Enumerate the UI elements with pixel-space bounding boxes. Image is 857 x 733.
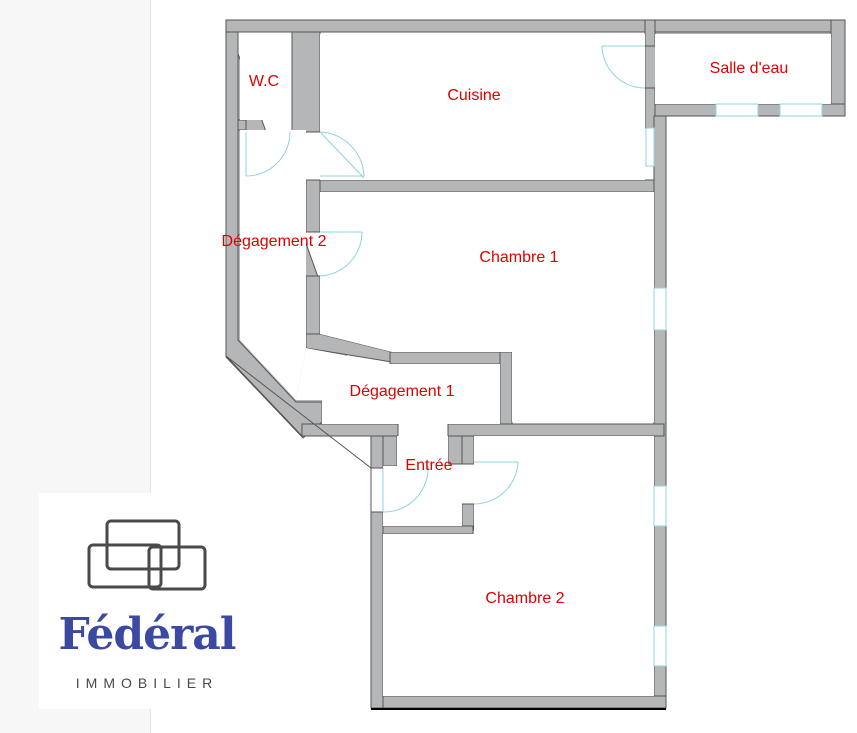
wall-chambre1-inner-east	[499, 351, 513, 425]
wall-chambre2-west	[370, 511, 384, 709]
wall-chambre1-step	[389, 351, 513, 365]
wall-top	[225, 19, 846, 33]
label-chambre1: Chambre 1	[479, 249, 558, 266]
door-entree-right	[473, 461, 519, 505]
wall-east	[653, 115, 667, 709]
door-chambre1	[319, 231, 363, 277]
label-cuisine: Cuisine	[447, 87, 500, 104]
room-entree-side	[383, 466, 462, 526]
wall-wc-east	[291, 31, 321, 133]
logo-brand-text: Fédéral	[58, 609, 237, 660]
windows	[645, 103, 823, 667]
room-cuisine	[320, 34, 645, 180]
wall-entree-stub-left	[382, 435, 398, 467]
doors	[245, 45, 646, 513]
door-wc	[245, 131, 291, 177]
rooms-interior	[240, 34, 831, 696]
room-labels: W.C Cuisine Salle d'eau Dégagement 2 Cha…	[222, 60, 789, 607]
label-salle-eau: Salle d'eau	[710, 60, 789, 77]
federal-immobilier-logo: Fédéral IMMOBILIER	[39, 493, 255, 709]
room-degagement2-upper	[240, 130, 306, 180]
door-bathroom	[601, 45, 646, 89]
room-degagement2	[240, 132, 306, 400]
wall-entree-east	[461, 435, 475, 465]
window-chambre1	[653, 287, 667, 331]
door-kitchen	[319, 131, 365, 179]
window-chambre2-lower	[653, 625, 667, 667]
room-chambre2	[383, 534, 654, 696]
label-entree: Entrée	[405, 457, 452, 474]
label-degagement1: Dégagement 1	[350, 383, 455, 400]
label-degagement2: Dégagement 2	[222, 233, 327, 250]
label-wc: W.C	[249, 73, 279, 90]
room-chambre2-upper	[474, 436, 654, 534]
room-degagement1	[296, 348, 500, 424]
wall-kitchen-south	[305, 179, 655, 193]
window-bath-2	[779, 103, 823, 117]
logo-tagline-text: IMMOBILIER	[75, 675, 219, 691]
wall-corridor-south-right	[447, 423, 665, 437]
room-wc	[240, 34, 290, 120]
window-chambre2-upper	[653, 485, 667, 527]
window-bath-1	[715, 103, 759, 117]
wall-entree-west	[370, 435, 384, 469]
logo-squares-icon	[87, 519, 207, 591]
wall-south	[370, 695, 667, 709]
room-chambre1-lower	[320, 334, 654, 422]
wall-bath-west-upper	[644, 19, 656, 47]
door-entree-left	[382, 465, 429, 513]
wall-wc-south	[237, 119, 247, 131]
wall-bath-east	[830, 19, 846, 117]
wall-chambre1-west-upper	[305, 179, 321, 233]
label-chambre2: Chambre 2	[485, 590, 564, 607]
wall-chambre2-north	[382, 525, 474, 535]
room-chambre1	[320, 192, 654, 334]
window-kitchen-east	[645, 127, 655, 167]
room-salle-eau	[655, 34, 831, 104]
